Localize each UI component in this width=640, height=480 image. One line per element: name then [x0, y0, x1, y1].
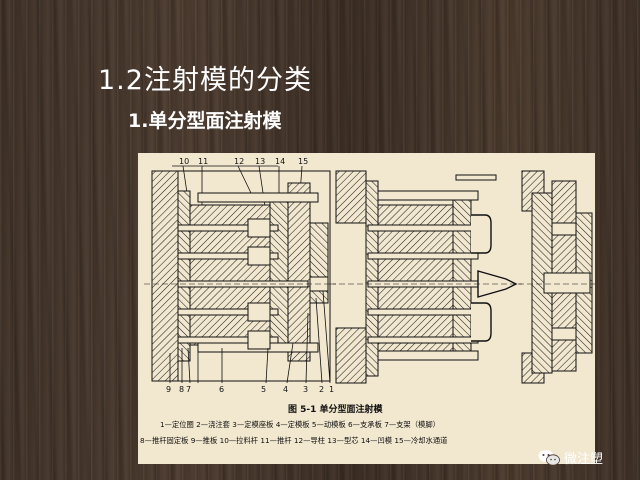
part-label-11: 11 — [198, 157, 208, 166]
mold-diagram: 10 11 12 13 14 15 — [140, 157, 595, 445]
part-label-10: 10 — [179, 157, 189, 166]
part-label-5: 5 — [261, 385, 266, 394]
part-label-15: 15 — [298, 157, 308, 166]
part-label-2: 2 — [319, 385, 324, 394]
part-label-14: 14 — [275, 157, 285, 166]
watermark-text: 微注塑 — [564, 452, 604, 467]
part-label-3: 3 — [303, 385, 308, 394]
slide-subtitle: 1.单分型面注射模 — [128, 110, 282, 132]
part-label-4: 4 — [283, 385, 288, 394]
slide-title: 1.2注射模的分类 — [98, 65, 312, 96]
part-label-6: 6 — [219, 385, 224, 394]
figure-caption: 图 5-1 单分型面注射模 — [288, 403, 384, 415]
part-label-13: 13 — [255, 157, 265, 166]
mold-fixed-half-view — [518, 170, 595, 384]
legend-line-1: 1—定位圈 2—浇注套 3—定模座板 4—定模板 5—动模板 6—支承板 7—支… — [160, 420, 440, 429]
part-labels-top: 10 11 12 13 14 15 — [179, 157, 308, 166]
mold-closed-view — [144, 170, 336, 382]
wechat-icon — [538, 449, 560, 466]
legend-line-2: 8—推杆固定板 9—推板 10—拉料杆 11—推杆 12—导柱 13—型芯 14… — [140, 436, 448, 445]
part-label-1: 1 — [329, 385, 334, 394]
part-label-12: 12 — [234, 157, 244, 166]
part-label-7: 7 — [186, 385, 191, 394]
watermark: 微注塑 — [538, 448, 603, 467]
mold-figure: 10 11 12 13 14 15 — [138, 153, 595, 464]
mold-open-view — [330, 170, 522, 384]
part-labels-bottom: 9 8 7 6 5 4 3 2 1 — [166, 385, 334, 394]
part-label-8: 8 — [179, 385, 184, 394]
part-label-9: 9 — [166, 385, 171, 394]
